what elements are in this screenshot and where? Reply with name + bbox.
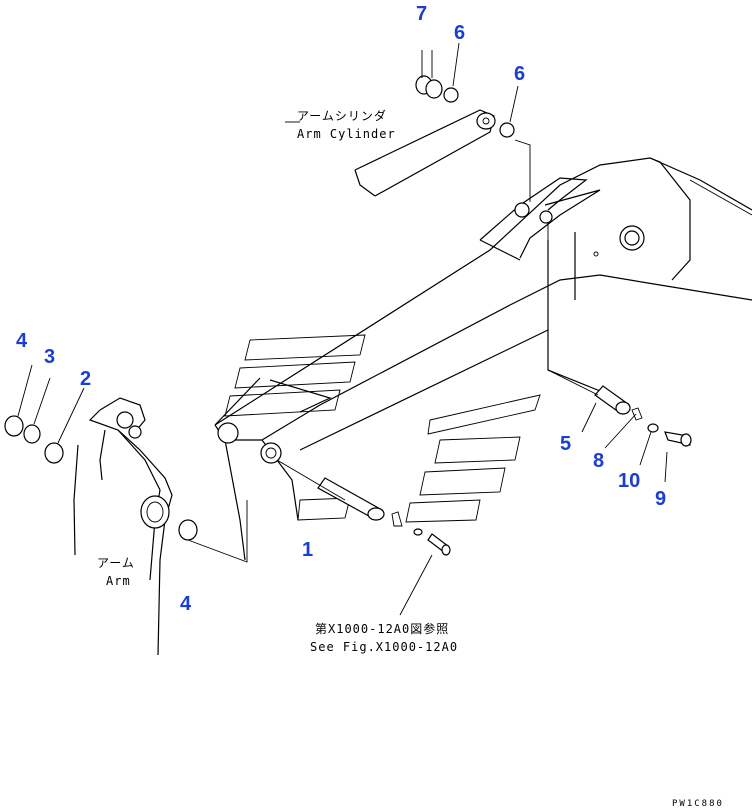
callout-4: 4 bbox=[16, 330, 28, 352]
boom bbox=[214, 157, 752, 561]
arm-label-jp: アーム bbox=[97, 556, 135, 570]
arm-cylinder-label-en: Arm Cylinder bbox=[297, 127, 396, 141]
see-figure-label-jp: 第X1000-12A0図参照 bbox=[315, 621, 449, 636]
callout-6: 6 bbox=[514, 63, 525, 85]
see-figure-label-en: See Fig.X1000-12A0 bbox=[310, 640, 458, 654]
pin-1 bbox=[317, 477, 403, 527]
callout-2: 2 bbox=[80, 368, 91, 390]
surface-hatch bbox=[224, 334, 541, 523]
pin-5-assembly bbox=[594, 385, 692, 447]
figure-code: PW1C880 bbox=[672, 799, 724, 809]
arm-cylinder bbox=[354, 109, 496, 197]
callout-1: 1 bbox=[302, 539, 313, 561]
callout-3: 3 bbox=[44, 346, 55, 368]
arm-cylinder-label-jp: アームシリンダ bbox=[297, 108, 387, 123]
boom-bolt bbox=[413, 528, 451, 556]
callout-10: 10 bbox=[618, 470, 640, 492]
callout-6: 6 bbox=[454, 22, 465, 44]
callout-7: 7 bbox=[416, 3, 427, 25]
shims bbox=[4, 75, 515, 541]
callout-8: 8 bbox=[593, 450, 604, 472]
callout-4: 4 bbox=[180, 593, 192, 615]
leader-lines bbox=[17, 42, 668, 616]
callout-9: 9 bbox=[655, 488, 666, 510]
arm-label-en: Arm bbox=[106, 574, 131, 588]
callout-5: 5 bbox=[560, 433, 571, 455]
arm bbox=[73, 397, 173, 656]
